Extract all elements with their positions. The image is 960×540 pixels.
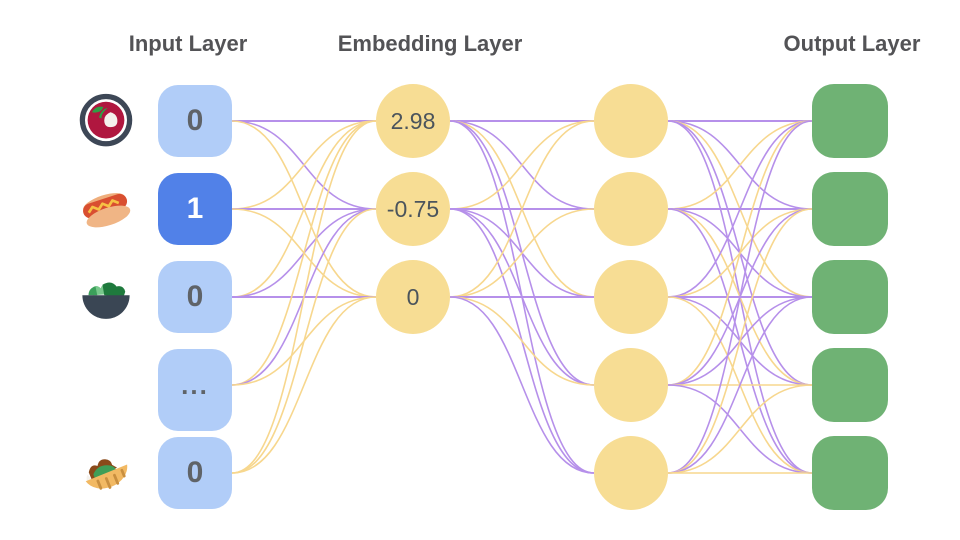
input-node-salad: 0 xyxy=(158,261,232,333)
hidden-node-4 xyxy=(594,348,668,422)
input-node-soup: 0 xyxy=(158,85,232,157)
embedding-node-3: 0 xyxy=(376,260,450,334)
edge xyxy=(449,296,595,474)
soup-icon xyxy=(79,93,133,147)
input-layer-title: Input Layer xyxy=(128,31,248,56)
output-node-4 xyxy=(812,348,888,422)
input-node-hotdog: 1 xyxy=(158,173,232,245)
hidden-node-3 xyxy=(594,260,668,334)
output-node-2 xyxy=(812,172,888,246)
edge xyxy=(667,208,813,474)
pita-icon xyxy=(85,459,128,490)
input-node-ellipsis: ... xyxy=(158,349,232,431)
edge xyxy=(231,120,377,474)
output-node-1 xyxy=(812,84,888,158)
output-node-5 xyxy=(812,436,888,510)
edge xyxy=(231,208,377,474)
hidden-node-5 xyxy=(594,436,668,510)
salad-icon xyxy=(82,282,130,319)
edge xyxy=(231,120,377,298)
edge xyxy=(667,120,813,474)
edge xyxy=(667,120,813,386)
hotdog-icon xyxy=(83,193,131,228)
edge xyxy=(449,120,595,298)
edge xyxy=(449,120,595,210)
edge xyxy=(231,120,377,210)
input-node-pita: 0 xyxy=(158,437,232,509)
hidden-node-2 xyxy=(594,172,668,246)
edge xyxy=(667,120,813,298)
hidden-node-1 xyxy=(594,84,668,158)
output-layer-title: Output Layer xyxy=(783,31,921,56)
edge xyxy=(667,120,813,210)
edge xyxy=(667,296,813,474)
embedding-node-2: -0.75 xyxy=(376,172,450,246)
output-node-3 xyxy=(812,260,888,334)
embedding-layer-title: Embedding Layer xyxy=(337,31,523,56)
edge xyxy=(449,208,595,298)
edge xyxy=(231,296,377,474)
edge xyxy=(449,296,595,386)
edge xyxy=(231,120,377,386)
edge xyxy=(667,384,813,474)
embedding-node-1: 2.98 xyxy=(376,84,450,158)
